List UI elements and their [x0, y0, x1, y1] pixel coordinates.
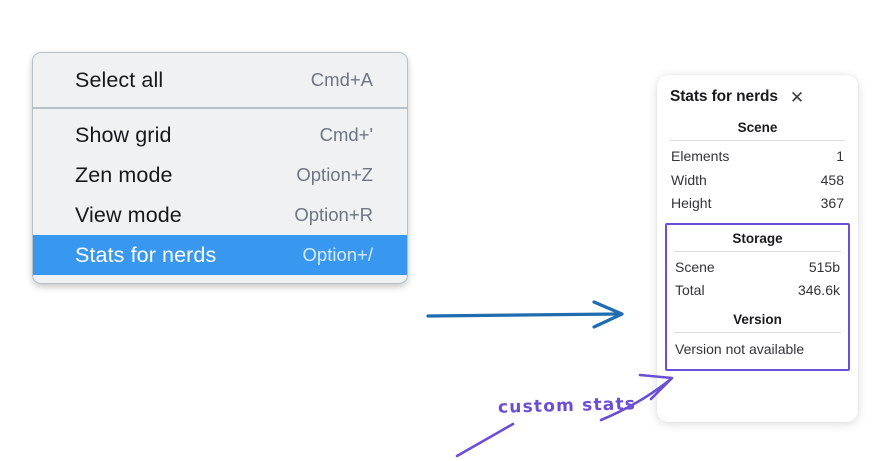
- menu-item-shortcut: Option+/: [302, 244, 373, 265]
- close-icon[interactable]: ✕: [789, 87, 805, 107]
- stat-key: Scene: [675, 258, 715, 275]
- scene-section-heading: Scene: [737, 120, 778, 135]
- custom-stats-highlight-box: Storage Scene 515b Total 346.6k Version …: [665, 222, 850, 371]
- stat-row-elements: Elements 1: [670, 145, 845, 169]
- stat-value: 1: [836, 148, 844, 164]
- menu-item-shortcut: Cmd+': [319, 124, 373, 145]
- stats-panel-title: Stats for nerds: [670, 88, 778, 105]
- stat-key: Elements: [671, 148, 730, 164]
- stat-value: 515b: [808, 258, 840, 275]
- menu-item-label: Zen mode: [75, 162, 173, 187]
- stat-row-storage-scene: Scene 515b: [674, 256, 841, 280]
- menu-item-shortcut: Option+Z: [296, 164, 373, 185]
- menu-item-label: View mode: [75, 202, 182, 227]
- stat-value: 346.6k: [797, 282, 840, 298]
- menu-item-stats-for-nerds[interactable]: Stats for nerds Option+/: [33, 235, 407, 275]
- section-divider: [670, 140, 845, 141]
- blue-arrow: [426, 300, 624, 329]
- menu-group-1: Select all Cmd+A: [33, 60, 407, 100]
- stat-value: 367: [820, 195, 844, 211]
- stat-key: Total: [675, 282, 705, 298]
- menu-item-view-mode[interactable]: View mode Option+R: [33, 195, 407, 235]
- menu-item-shortcut: Option+R: [294, 204, 373, 225]
- stats-for-nerds-panel: Stats for nerds ✕ Scene Elements 1 Width…: [657, 75, 858, 422]
- menu-item-show-grid[interactable]: Show grid Cmd+': [33, 115, 407, 155]
- stat-row-height: Height 367: [670, 192, 845, 216]
- menu-item-zen-mode[interactable]: Zen mode Option+Z: [33, 155, 407, 195]
- context-menu[interactable]: Select all Cmd+A Show grid Cmd+' Zen mod…: [32, 52, 408, 284]
- stats-panel-header: Stats for nerds ✕: [670, 88, 845, 106]
- section-divider: [674, 331, 841, 333]
- version-section-heading: Version: [733, 311, 782, 327]
- menu-item-label: Show grid: [75, 122, 172, 147]
- stat-value: 458: [820, 171, 844, 188]
- menu-group-2: Show grid Cmd+' Zen mode Option+Z View m…: [33, 115, 407, 275]
- purple-underline-stroke: [455, 422, 515, 458]
- menu-separator: [33, 107, 407, 109]
- section-divider: [674, 250, 841, 252]
- scene-section: Scene Elements 1 Width 458 Height 367: [670, 118, 845, 216]
- menu-item-shortcut: Cmd+A: [310, 69, 373, 90]
- stat-key: Height: [671, 195, 712, 211]
- stat-row-width: Width 458: [670, 169, 845, 193]
- menu-item-label: Select all: [75, 67, 164, 92]
- menu-item-select-all[interactable]: Select all Cmd+A: [33, 60, 407, 100]
- stat-row-storage-total: Total 346.6k: [674, 279, 841, 303]
- stat-key: Width: [671, 171, 707, 188]
- menu-item-label: Stats for nerds: [75, 242, 217, 267]
- custom-stats-annotation-label: custom stats: [497, 394, 637, 418]
- storage-section-heading: Storage: [732, 230, 783, 246]
- version-text: Version not available: [675, 340, 805, 357]
